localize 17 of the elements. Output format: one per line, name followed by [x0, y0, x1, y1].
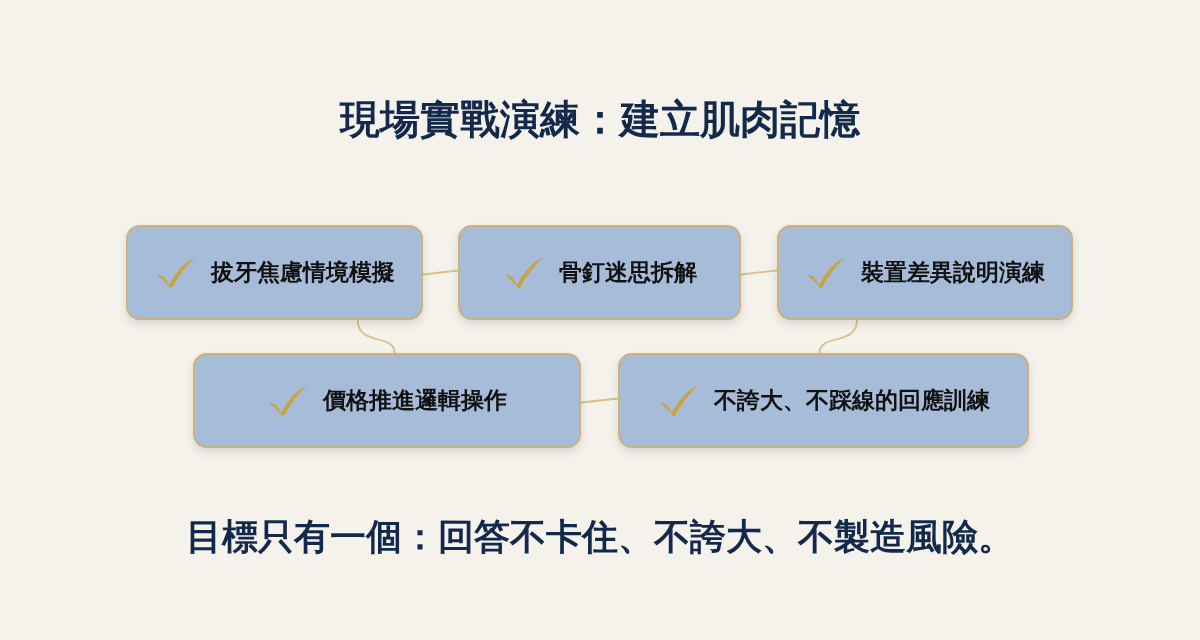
connector-line	[422, 269, 459, 276]
task-label: 不誇大、不踩線的回應訓練	[713, 386, 990, 415]
title: 現場實戰演練：建立肌肉記憶	[338, 95, 861, 144]
task-box	[777, 225, 1073, 320]
task-box	[618, 353, 1029, 448]
connector-line	[818, 319, 858, 354]
connector-line	[580, 397, 619, 404]
task-box	[458, 225, 741, 320]
task-label: 價格推進邏輯操作	[323, 386, 507, 415]
caption: 目標只有一個：回答不卡住、不誇大、不製造風險。	[185, 515, 1015, 559]
task-label: 裝置差異說明演練	[861, 258, 1045, 287]
task-box	[193, 353, 581, 448]
connector-line	[740, 269, 778, 276]
task-box	[126, 225, 423, 320]
task-label: 拔牙焦慮情境模擬	[210, 258, 395, 287]
connector-line	[356, 319, 396, 354]
task-label: 骨釘迷思拆解	[558, 258, 697, 287]
